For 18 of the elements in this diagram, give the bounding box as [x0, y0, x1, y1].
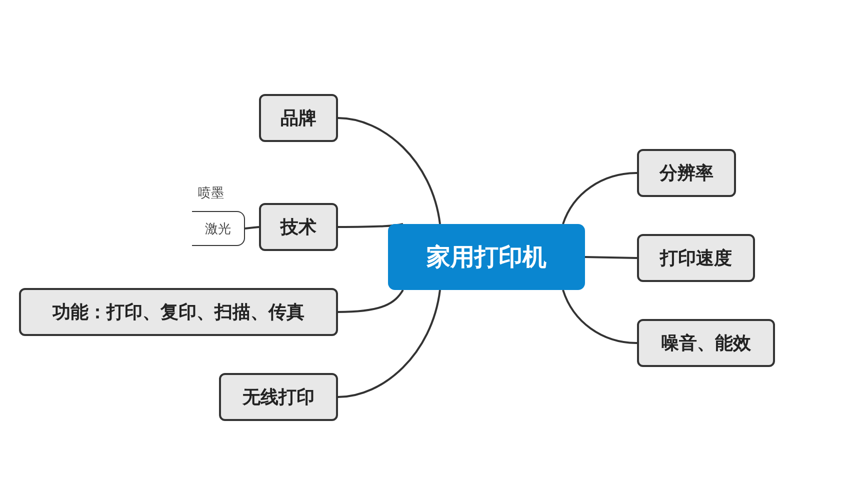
topic-box: 打印速度	[637, 234, 755, 282]
topic-box: 技术	[259, 203, 338, 251]
central-topic-box: 家用打印机	[388, 224, 585, 290]
topic-box: 无线打印	[219, 373, 338, 421]
connector-line	[584, 256, 638, 259]
connector-line	[338, 289, 404, 313]
connector-line	[562, 172, 638, 224]
subtopic-bracket: 激光	[192, 211, 245, 246]
connector-line	[562, 290, 638, 344]
topic-box: 分辨率	[637, 149, 736, 197]
topic-box: 功能：打印、复印、扫描、传真	[19, 288, 338, 336]
topic-box: 噪音、能效	[637, 319, 775, 367]
connector-line	[338, 223, 404, 228]
topic-box: 品牌	[259, 94, 338, 142]
subtopic-text: 喷墨	[198, 185, 224, 202]
connector-line	[338, 290, 441, 398]
connector-line	[338, 117, 441, 224]
connector-line	[244, 226, 260, 230]
